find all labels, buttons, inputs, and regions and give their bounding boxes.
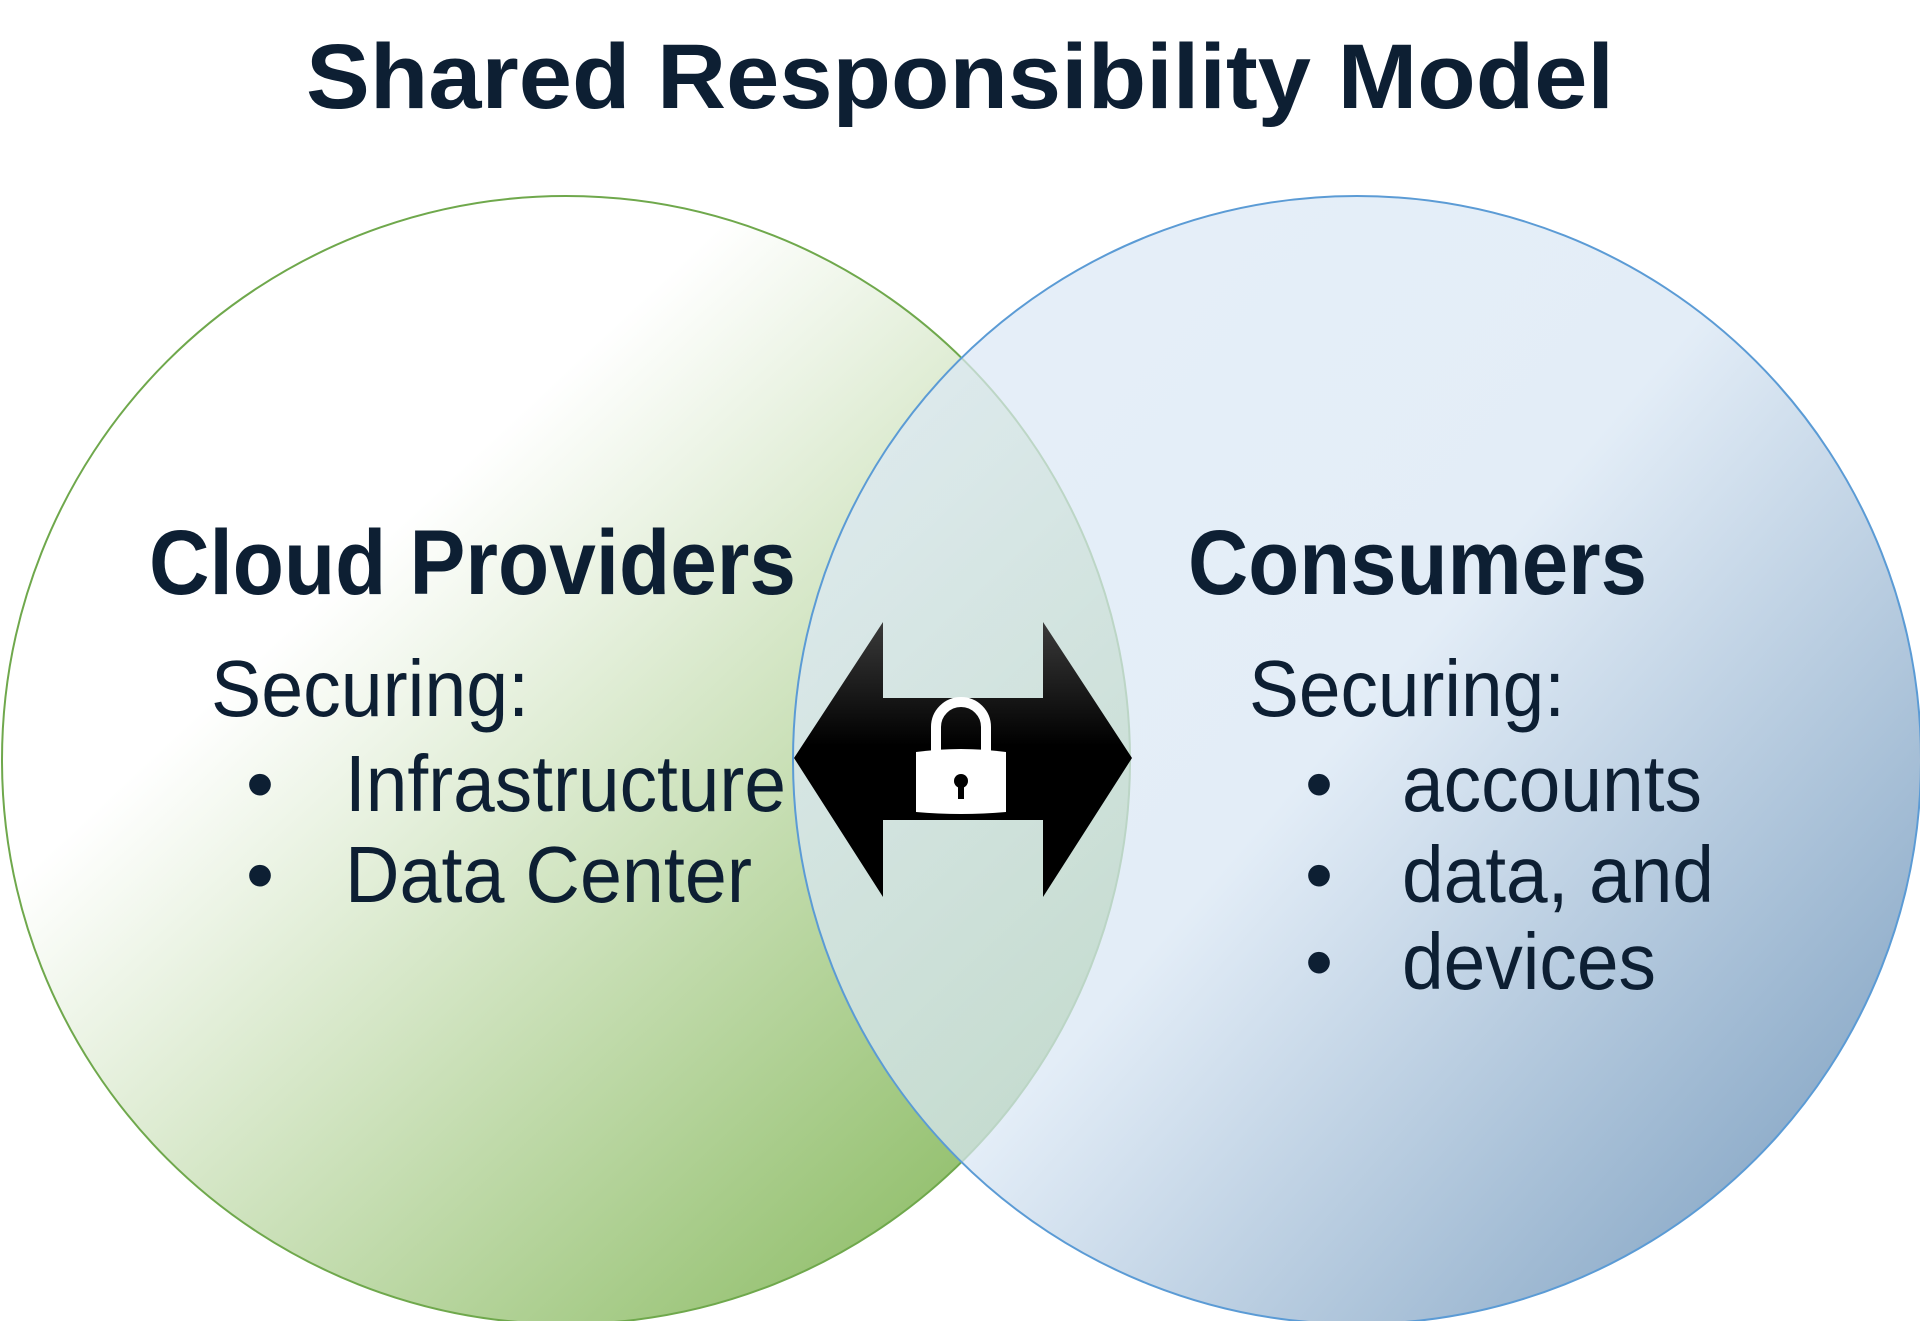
list-item: data, and (1402, 830, 1714, 919)
cloud-providers-subheading: Securing: (211, 644, 529, 733)
lock-icon (916, 697, 1006, 814)
list-item: Data Center (345, 830, 752, 919)
consumers-subheading: Securing: (1249, 644, 1565, 733)
page-title: Shared Responsibility Model (306, 26, 1614, 128)
consumers-heading: Consumers (1188, 512, 1647, 614)
list-item: accounts (1402, 739, 1702, 828)
bullet: • (246, 830, 274, 919)
bullet: • (1305, 830, 1333, 919)
cloud-providers-heading: Cloud Providers (149, 512, 796, 614)
list-item: devices (1402, 917, 1656, 1006)
list-item: Infrastructure (345, 739, 786, 828)
bullet: • (1305, 739, 1333, 828)
consumers-circle (792, 195, 1920, 1321)
bullet: • (1305, 917, 1333, 1006)
bullet: • (246, 739, 274, 828)
